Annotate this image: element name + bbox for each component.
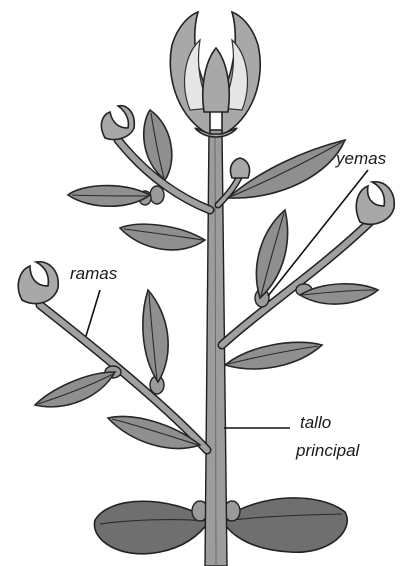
- terminal-flower: [170, 12, 260, 137]
- basal-leaf-right: [222, 498, 347, 552]
- label-branches: ramas: [70, 264, 118, 283]
- label-main-stem-line2: principal: [295, 441, 361, 460]
- leaf-upper-left-a: [68, 186, 150, 207]
- label-buds: yemas: [335, 149, 387, 168]
- branch-right: [222, 182, 394, 345]
- leaf-lower-left-b: [143, 290, 168, 382]
- leaf-right-c: [225, 342, 322, 369]
- branches-leader-line: [86, 290, 100, 336]
- label-main-stem-line1: tallo: [300, 413, 331, 432]
- leaf-upper-left-c: [120, 224, 205, 250]
- leaf-lower-left-a: [35, 372, 115, 407]
- leaf-right-a: [256, 210, 287, 298]
